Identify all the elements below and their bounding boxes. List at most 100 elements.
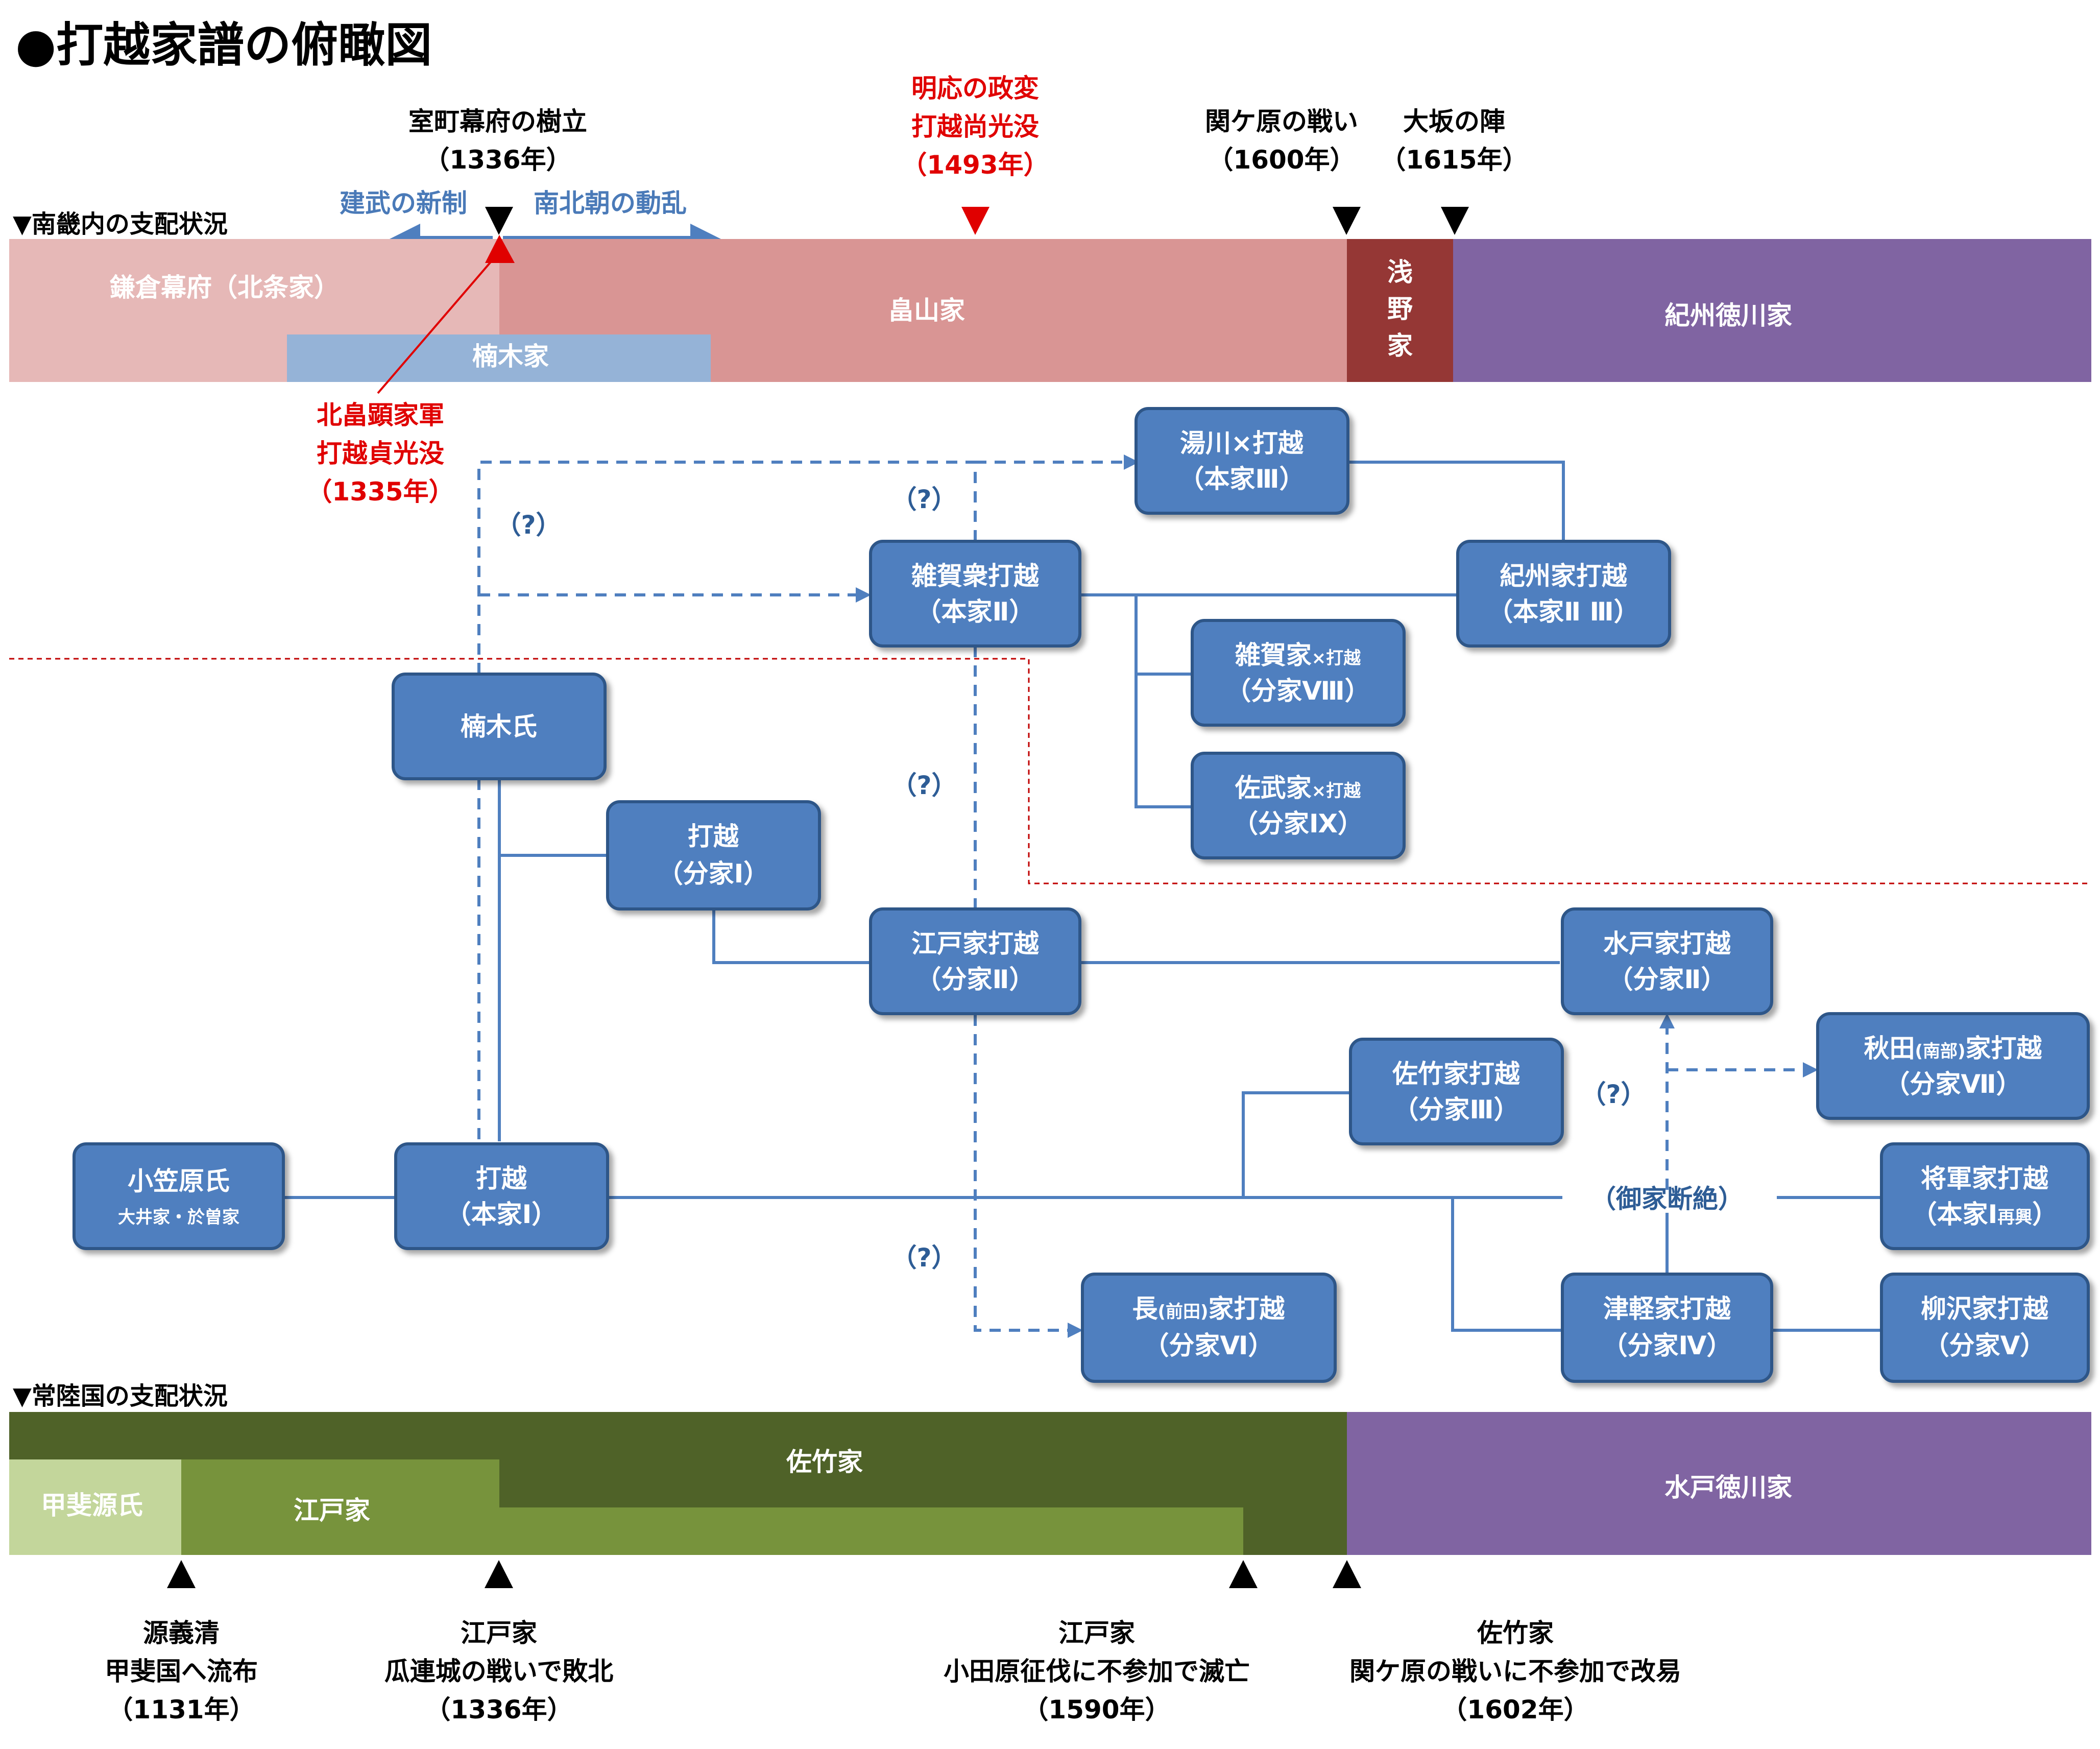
bar-asano xyxy=(1347,239,1453,382)
node-shogun[interactable]: 将軍家打越 （本家Ⅰ再興） xyxy=(1880,1142,2090,1250)
kenmu-label: 建武の新制 xyxy=(340,188,467,218)
edge-label-q1: （?） xyxy=(495,510,561,540)
node-tsugaru-branch: （分家Ⅳ） xyxy=(1602,1331,1732,1360)
node-ogasawara[interactable]: 小笠原氏 大井家・於曽家 xyxy=(73,1142,285,1250)
nanboku-label: 南北朝の動乱 xyxy=(534,188,687,218)
node-saiga-bunke-name: 雑賀家×打越 xyxy=(1235,640,1361,670)
node-satake-bunke-name: 佐武家×打越 xyxy=(1235,773,1361,803)
event-minamoto-desc: 甲斐国へ流布 xyxy=(105,1657,258,1686)
node-yukawa-name: 湯川×打越 xyxy=(1180,428,1304,458)
event-edo-defeat-desc: 瓜連城の戦いで敗北 xyxy=(384,1657,614,1686)
event-edo-fall-desc: 小田原征伐に不参加で滅亡 xyxy=(944,1657,1250,1686)
event-muromachi-label: 室町幕府の樹立 xyxy=(408,107,587,136)
bar-kusunoki xyxy=(287,334,711,382)
bar-edo-label: 江戸家 xyxy=(294,1496,370,1525)
node-akita-name: 秋田(南部)家打越 xyxy=(1864,1034,2042,1063)
bar-edo xyxy=(181,1459,1243,1555)
node-kishu-name: 紀州家打越 xyxy=(1500,561,1628,591)
node-uchikoshi-bunke1[interactable]: 打越 （分家Ⅰ） xyxy=(606,800,821,911)
edge-saiga-bunke9 xyxy=(1135,674,1192,808)
event-meio-label: 明応の政変 xyxy=(911,74,1039,103)
node-honke1-name: 打越 xyxy=(476,1164,527,1193)
marker-1600-icon xyxy=(1333,207,1361,235)
marker-1590-icon xyxy=(1229,1560,1258,1588)
node-edo-branch: （分家Ⅱ） xyxy=(916,965,1035,994)
node-yukawa[interactable]: 湯川×打越 （本家Ⅲ） xyxy=(1135,407,1349,515)
node-satake-bunke[interactable]: 佐武家×打越 （分家Ⅸ） xyxy=(1191,752,1406,859)
edge-to-tsugaru xyxy=(1451,1197,1562,1332)
node-tsugaru[interactable]: 津軽家打越 （分家Ⅳ） xyxy=(1561,1273,1773,1383)
node-satake-uchikoshi[interactable]: 佐竹家打越 （分家Ⅲ） xyxy=(1349,1038,1564,1145)
region-divider xyxy=(9,658,2091,884)
event-minamoto-name: 源義清 xyxy=(143,1618,220,1648)
node-kusunoki-shi-name: 楠木氏 xyxy=(461,712,537,741)
node-satake-uchikoshi-name: 佐竹家打越 xyxy=(1392,1059,1520,1089)
node-shogun-branch: （本家Ⅰ再興） xyxy=(1912,1200,2058,1229)
edge-label-q4: （?） xyxy=(891,1243,957,1273)
marker-1335-icon xyxy=(485,235,515,263)
kitabatake-death: 打越貞光没 xyxy=(317,439,444,468)
node-mito-uchikoshi[interactable]: 水戸家打越 （分家Ⅱ） xyxy=(1561,907,1773,1015)
node-tsugaru-name: 津軽家打越 xyxy=(1603,1294,1731,1324)
node-yanagisawa-name: 柳沢家打越 xyxy=(1921,1294,2049,1324)
node-ogasawara-sub: 大井家・於曽家 xyxy=(118,1207,239,1228)
event-sekigahara-year: （1600年） xyxy=(1208,145,1355,175)
node-saiga-bunke[interactable]: 雑賀家×打越 （分家Ⅷ） xyxy=(1191,619,1406,727)
bar-kai-label: 甲斐源氏 xyxy=(41,1491,143,1520)
event-edo-fall-year: （1590年） xyxy=(1023,1695,1170,1724)
event-edo-fall-name: 江戸家 xyxy=(1058,1618,1135,1648)
event-edo-defeat-name: 江戸家 xyxy=(461,1618,537,1648)
node-kusunoki-shi[interactable]: 楠木氏 xyxy=(392,673,607,780)
node-mito-branch: （分家Ⅱ） xyxy=(1608,965,1727,994)
node-akita[interactable]: 秋田(南部)家打越 （分家Ⅶ） xyxy=(1816,1012,2090,1120)
node-kishu-branch: （本家Ⅱ Ⅲ） xyxy=(1487,597,1639,627)
edge-label-gokedanzetsu: （御家断絶） xyxy=(1590,1184,1744,1214)
node-shogun-name: 将軍家打越 xyxy=(1921,1164,2049,1193)
bar-kai xyxy=(9,1459,181,1555)
node-cho[interactable]: 長(前田)家打越 （分家Ⅵ） xyxy=(1081,1273,1337,1383)
event-edo-defeat-year: （1336年） xyxy=(425,1695,572,1724)
node-honke1-branch: （本家Ⅰ） xyxy=(446,1200,558,1229)
event-muromachi-year: （1336年） xyxy=(424,145,571,175)
node-akita-branch: （分家Ⅶ） xyxy=(1884,1069,2021,1099)
edge-label-q2: （?） xyxy=(891,485,957,514)
edge-bunke1-edo xyxy=(712,909,871,964)
node-bunke1-name: 打越 xyxy=(688,822,739,851)
node-cho-name: 長(前田)家打越 xyxy=(1132,1294,1285,1324)
node-bunke1-branch: （分家Ⅰ） xyxy=(658,859,769,889)
marker-1615-icon xyxy=(1441,207,1469,235)
node-yanagisawa-branch: （分家Ⅴ） xyxy=(1924,1331,2046,1360)
node-edo-uchikoshi[interactable]: 江戸家打越 （分家Ⅱ） xyxy=(869,907,1081,1015)
edge-dash-kusunoki-top xyxy=(477,461,977,674)
event-meio-year: （1493年） xyxy=(901,150,1049,180)
edge-saiga-bunke8 xyxy=(1135,595,1192,676)
event-satake-kaieki-year: （1602年） xyxy=(1441,1695,1589,1724)
kitabatake-pointer xyxy=(377,257,495,394)
event-minamoto-year: （1131年） xyxy=(107,1695,255,1724)
node-edo-name: 江戸家打越 xyxy=(911,929,1040,959)
bar-kusunoki-label: 楠木家 xyxy=(472,342,549,371)
kitabatake-year: （1335年） xyxy=(306,477,454,507)
marker-1602-icon xyxy=(1333,1560,1361,1588)
marker-1493-icon xyxy=(961,207,989,235)
marker-1336b-icon xyxy=(485,1560,513,1588)
event-osaka-year: （1615年） xyxy=(1380,145,1528,175)
node-uchikoshi-honke1[interactable]: 打越 （本家Ⅰ） xyxy=(394,1142,609,1250)
section-kinai-header: ▼南畿内の支配状況 xyxy=(13,210,228,238)
node-cho-branch: （分家Ⅵ） xyxy=(1144,1331,1274,1360)
bar-satake-label: 佐竹家 xyxy=(786,1447,863,1477)
bar-kamakura-label: 鎌倉幕府（北条家） xyxy=(110,273,340,302)
event-sekigahara-label: 関ケ原の戦い xyxy=(1205,107,1358,136)
node-satake-bunke-branch: （分家Ⅸ） xyxy=(1233,809,1363,838)
node-satake-uchikoshi-branch: （分家Ⅲ） xyxy=(1393,1095,1519,1124)
bar-asano-label: 浅野家 xyxy=(1387,257,1413,361)
bar-mito-tokugawa xyxy=(1347,1412,2091,1555)
node-kishu-uchikoshi[interactable]: 紀州家打越 （本家Ⅱ Ⅲ） xyxy=(1456,540,1671,648)
marker-1131-icon xyxy=(167,1560,196,1588)
node-yanagisawa[interactable]: 柳沢家打越 （分家Ⅴ） xyxy=(1880,1273,2090,1383)
node-saiga[interactable]: 雑賀衆打越 （本家Ⅱ） xyxy=(869,540,1081,648)
node-mito-name: 水戸家打越 xyxy=(1603,929,1731,959)
node-ogasawara-name: 小笠原氏 xyxy=(128,1166,230,1196)
node-saiga-bunke-branch: （分家Ⅷ） xyxy=(1225,676,1370,706)
edge-to-satake-uchikoshi xyxy=(1242,1091,1350,1197)
